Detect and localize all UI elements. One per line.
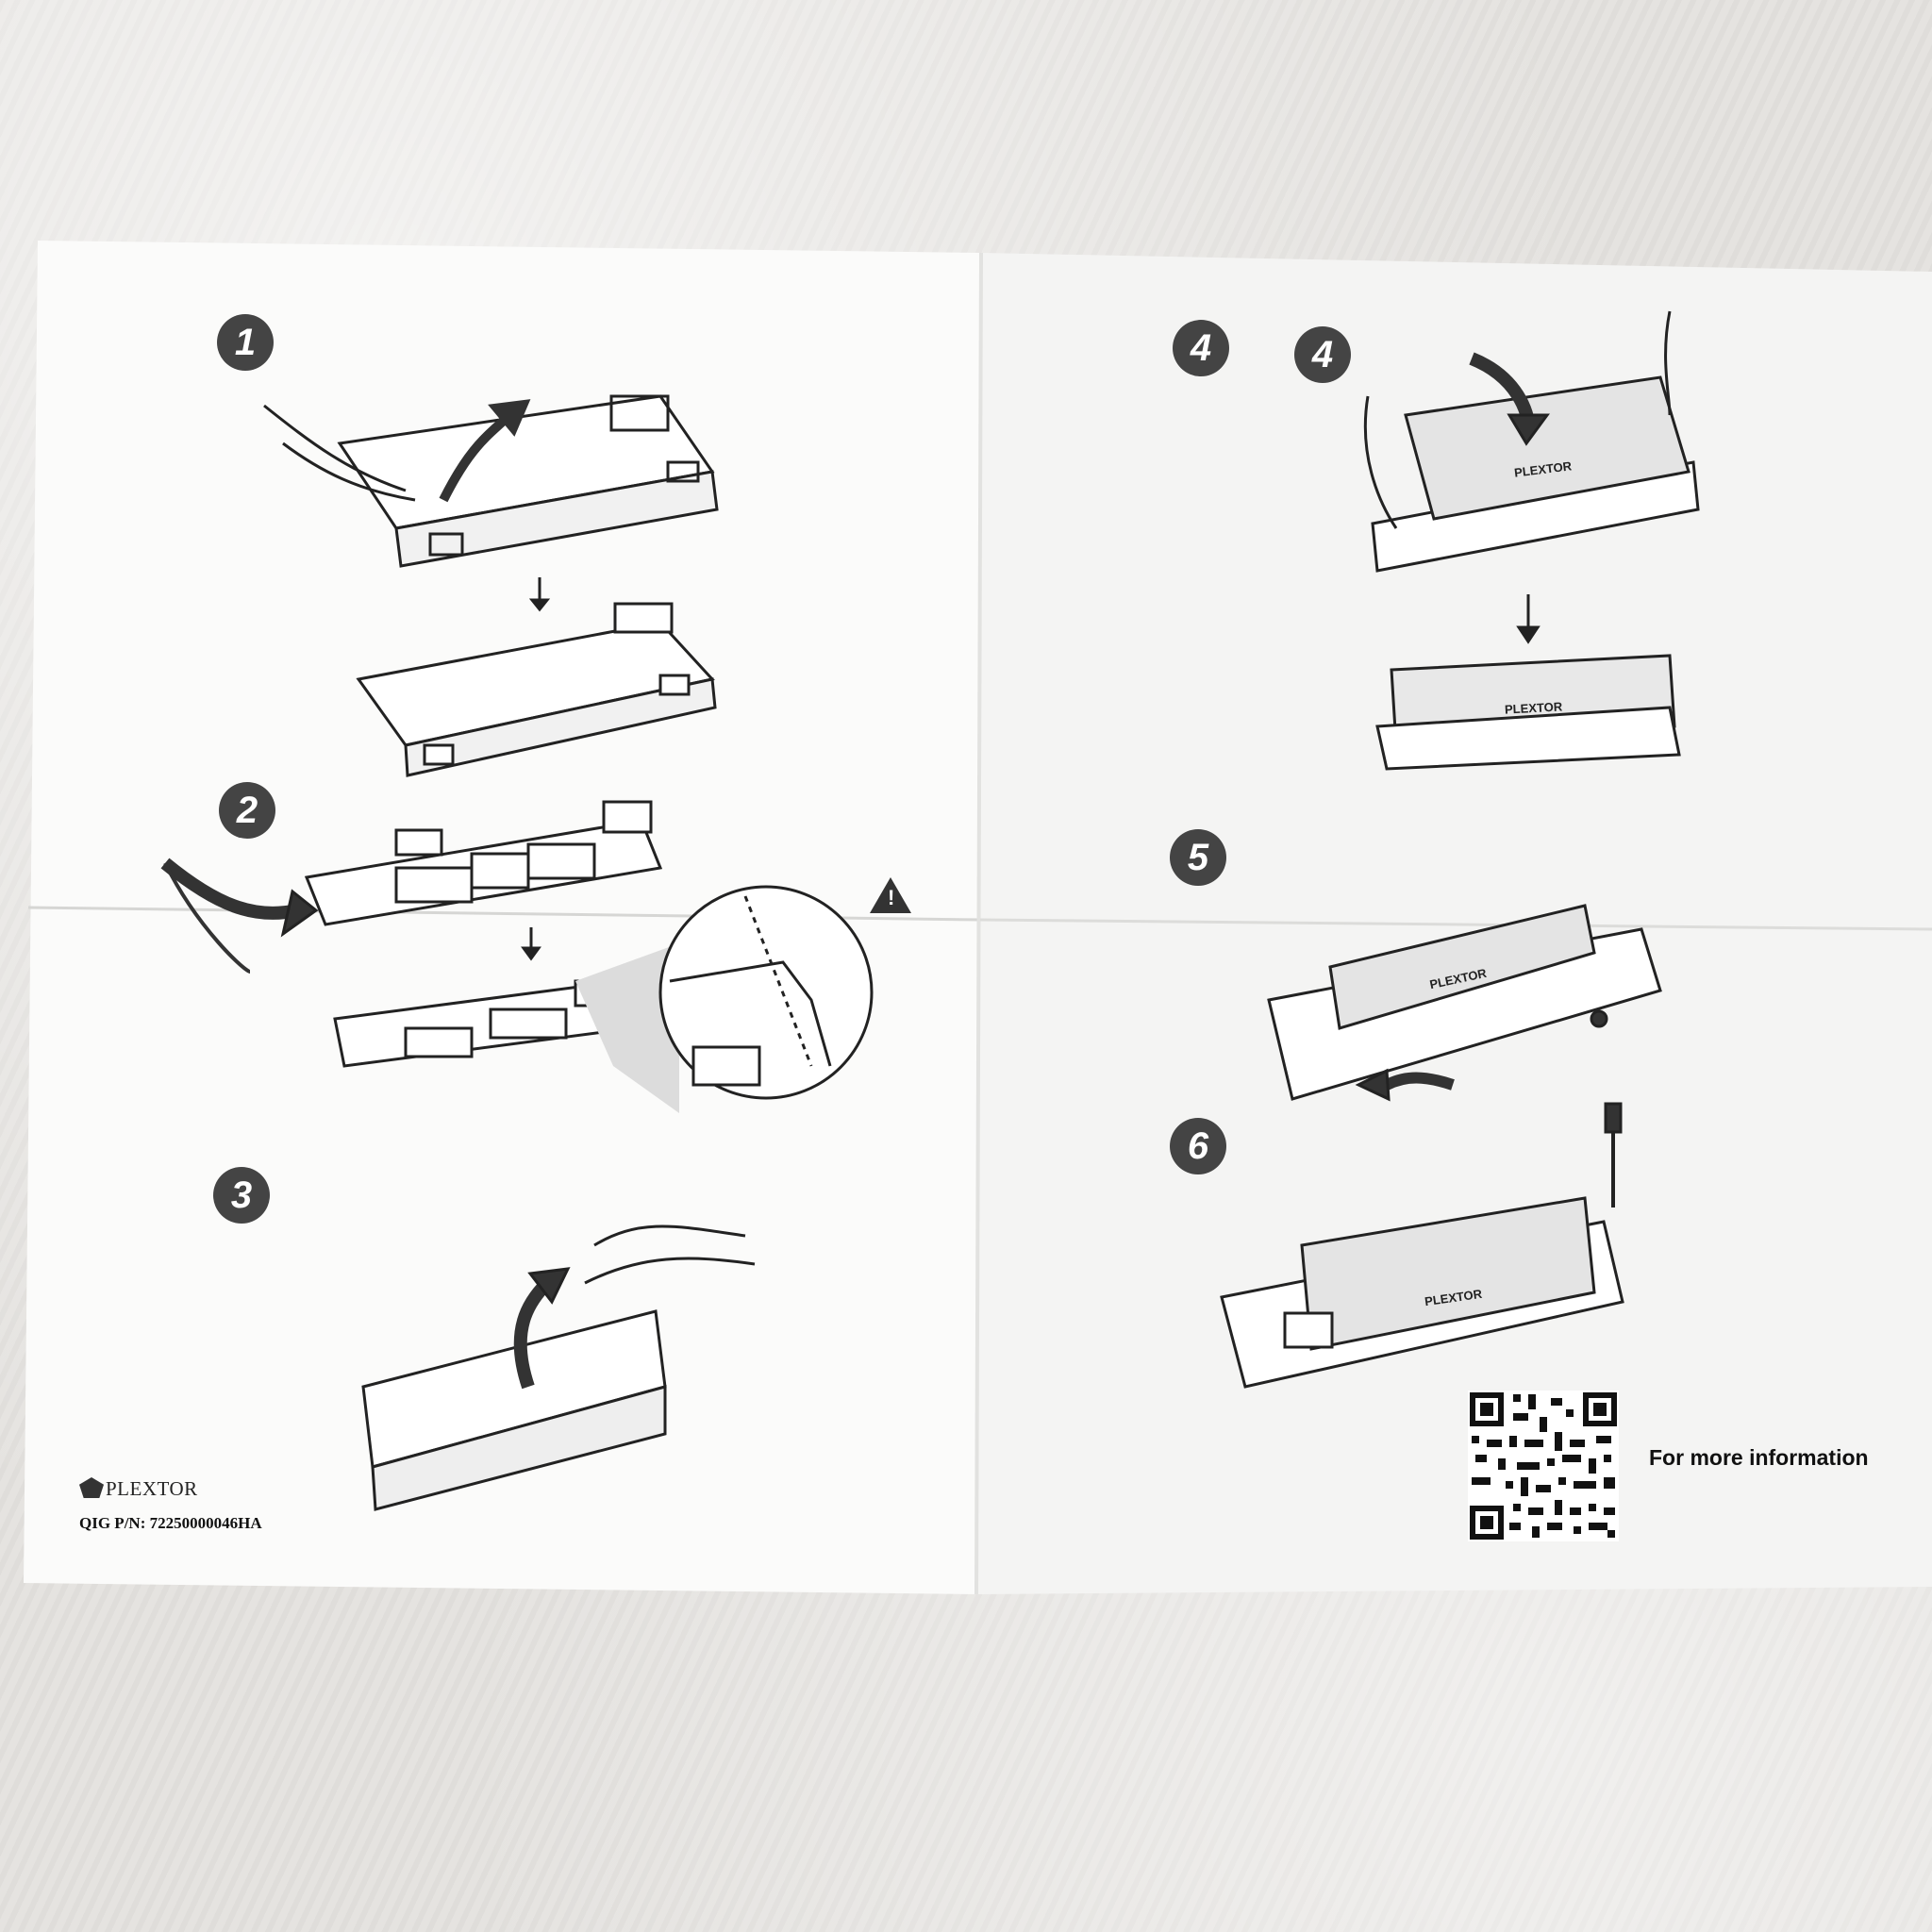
plextor-logo-text: PLEXTOR <box>106 1477 198 1500</box>
step4-illustration <box>1363 310 1700 573</box>
warning-icon: ! <box>870 877 911 913</box>
step-4-badge-duplicate: 4 <box>1294 326 1351 383</box>
fold-line-vertical <box>974 252 983 1595</box>
fold-line-horizontal-right <box>980 918 1932 931</box>
step1-arrow-down <box>528 577 551 612</box>
step2-zoom-detail <box>575 885 874 1113</box>
step2-illustration <box>160 800 663 974</box>
plextor-logo-icon <box>79 1477 104 1498</box>
step-6-badge: 6 <box>1170 1118 1226 1174</box>
step6-illustration <box>1220 1102 1624 1389</box>
step-3-badge: 3 <box>213 1167 270 1224</box>
step-4-badge: 4 <box>1173 320 1229 376</box>
qig-part-number: QIG P/N: 72250000046HA <box>79 1514 262 1532</box>
qr-code <box>1468 1391 1619 1541</box>
more-information-label: For more information <box>1649 1445 1869 1470</box>
step-2-badge: 2 <box>219 782 275 839</box>
step4-result <box>1375 654 1681 771</box>
step-1-badge: 1 <box>217 314 274 371</box>
step4-arrow-down <box>1516 594 1541 644</box>
heatsink-brand-label: PLEXTOR <box>1504 699 1563 717</box>
left-page <box>24 241 981 1594</box>
step2-arrow-down <box>521 927 541 961</box>
step5-illustration <box>1267 904 1662 1102</box>
step1-tray-result <box>356 602 717 777</box>
step1-illustration <box>263 394 719 568</box>
step3-illustration <box>361 1224 756 1511</box>
plextor-logo: PLEXTOR <box>79 1477 198 1501</box>
step-5-badge: 5 <box>1170 829 1226 886</box>
